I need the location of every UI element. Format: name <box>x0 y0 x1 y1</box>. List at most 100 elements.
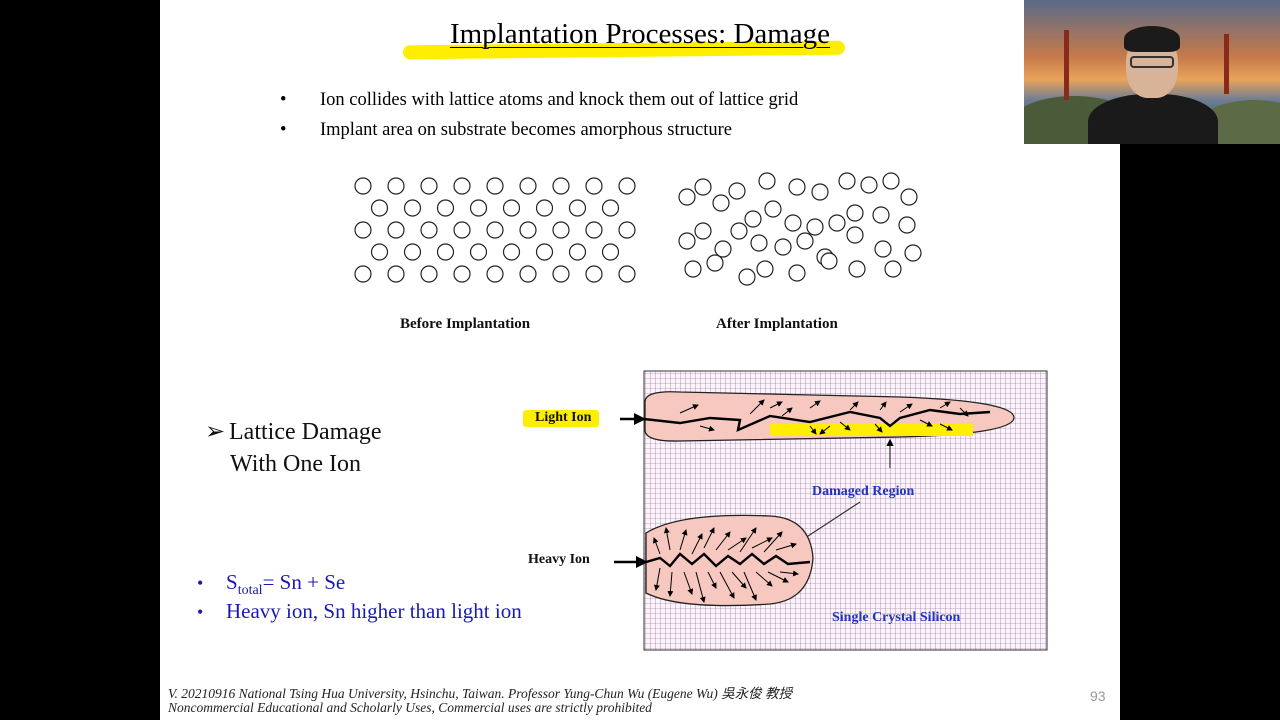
webcam-bridge-tower <box>1224 34 1229 94</box>
displaced-atom <box>874 240 892 258</box>
lattice-damage-line2: With One Ion <box>230 451 362 477</box>
lattice-atom <box>568 199 587 217</box>
lattice-atom <box>436 199 455 217</box>
displaced-atom <box>678 232 696 250</box>
presenter-glasses <box>1130 56 1174 68</box>
bullet-text: Ion collides with lattice atoms and knoc… <box>320 90 799 110</box>
lattice-atom <box>387 177 405 195</box>
damaged-region-label: Damaged Region <box>812 484 915 499</box>
lattice-atom <box>519 177 537 195</box>
heavy-ion-recoil-arrows <box>652 527 799 603</box>
displaced-atom <box>788 264 806 282</box>
displaced-atom <box>712 194 730 212</box>
light-ion-recoil-arrows <box>679 399 969 435</box>
lattice-atom <box>387 265 405 283</box>
displaced-atom <box>884 260 902 278</box>
displaced-atom <box>756 260 774 278</box>
bullet-dot: • <box>280 90 287 110</box>
displaced-atom <box>784 214 802 232</box>
lattice-atom <box>420 177 438 195</box>
bullet-item: • Ion collides with lattice atoms and kno… <box>280 90 798 111</box>
after-lattice-diagram <box>678 172 922 286</box>
lattice-atom <box>354 265 372 283</box>
lattice-atom <box>585 221 603 239</box>
lattice-damage-heading: ➢Lattice Damage With One Ion <box>205 416 382 480</box>
displaced-atom <box>744 210 762 228</box>
lattice-atom <box>453 221 471 239</box>
lattice-atom <box>469 199 488 217</box>
displaced-atom <box>898 216 916 234</box>
lattice-atom <box>519 221 537 239</box>
formula-s: S <box>226 570 238 594</box>
displaced-atom <box>758 172 776 190</box>
lattice-atom <box>453 265 471 283</box>
displaced-atom <box>684 260 702 278</box>
displaced-atom <box>838 172 856 190</box>
presentation-slide: Implantation Processes: Damage • Ion coll… <box>160 0 1120 720</box>
lattice-atom <box>420 221 438 239</box>
bullet-item: • Implant area on substrate becomes amorp… <box>280 120 732 141</box>
lattice-atom <box>535 199 554 217</box>
presenter-hair <box>1124 26 1180 52</box>
formula-line-2: •Heavy ion, Sn higher than light ion <box>197 599 522 624</box>
webcam-bridge-tower <box>1064 30 1069 100</box>
lattice-atom <box>420 265 438 283</box>
displaced-atom <box>764 200 782 218</box>
displaced-atom <box>738 268 756 286</box>
presenter-webcam <box>1024 0 1280 144</box>
lattice-atom <box>387 221 405 239</box>
lattice-atom <box>486 177 504 195</box>
slide-title: Implantation Processes: Damage <box>160 18 1120 51</box>
lattice-atom <box>552 177 570 195</box>
light-ion-highlight <box>523 410 599 427</box>
bullet-dot: • <box>280 120 287 140</box>
single-crystal-label: Single Crystal Silicon <box>832 610 961 625</box>
displaced-atom <box>900 188 918 206</box>
bullet-text: Implant area on substrate becomes amorph… <box>320 120 733 140</box>
light-ion-track <box>620 408 991 433</box>
formula-subscript: total <box>237 583 263 599</box>
displaced-atom <box>728 182 746 200</box>
displaced-atom <box>694 222 712 240</box>
lattice-atom <box>403 243 422 261</box>
displaced-atom <box>694 178 712 196</box>
lattice-atom <box>370 243 389 261</box>
lattice-atom <box>519 265 537 283</box>
heavy-ion-label: Heavy Ion <box>528 552 590 567</box>
page-number: 93 <box>1090 688 1106 704</box>
bullet-dot: • <box>197 573 204 593</box>
arrow-bullet-icon: ➢ <box>205 419 226 445</box>
lattice-atom <box>436 243 455 261</box>
displaced-atom <box>820 252 838 270</box>
displaced-atom <box>796 232 814 250</box>
displaced-atom <box>730 222 748 240</box>
heavy-ion-track <box>614 552 811 568</box>
lattice-atom <box>585 177 603 195</box>
lattice-atom <box>469 243 488 261</box>
before-implantation-label: Before Implantation <box>400 316 531 332</box>
lattice-atom <box>354 177 372 195</box>
lattice-atom <box>552 265 570 283</box>
lattice-atom <box>585 265 603 283</box>
footer-credit: V. 20210916 National Tsing Hua Universit… <box>168 686 793 701</box>
lattice-atom <box>535 243 554 261</box>
before-lattice-diagram <box>354 177 636 283</box>
lattice-atom <box>618 221 636 239</box>
lattice-atom <box>618 265 636 283</box>
displaced-atom <box>860 176 878 194</box>
displaced-atom <box>904 244 922 262</box>
displaced-atom <box>882 172 900 190</box>
lattice-atom <box>486 265 504 283</box>
displaced-atom <box>750 234 768 252</box>
lattice-atom <box>502 199 521 217</box>
after-implantation-label: After Implantation <box>716 316 838 332</box>
light-ion-label: Light Ion <box>535 410 592 425</box>
heavy-ion-damage-region <box>645 514 814 607</box>
ion-damage-diagram <box>614 370 1048 651</box>
displaced-atom <box>872 206 890 224</box>
lattice-atom <box>486 221 504 239</box>
slide-title-text: Implantation Processes: Damage <box>449 18 831 50</box>
lattice-atom <box>568 243 587 261</box>
bullet-dot: • <box>197 602 204 622</box>
footer-license: Noncommercial Educational and Scholarly … <box>168 700 652 715</box>
